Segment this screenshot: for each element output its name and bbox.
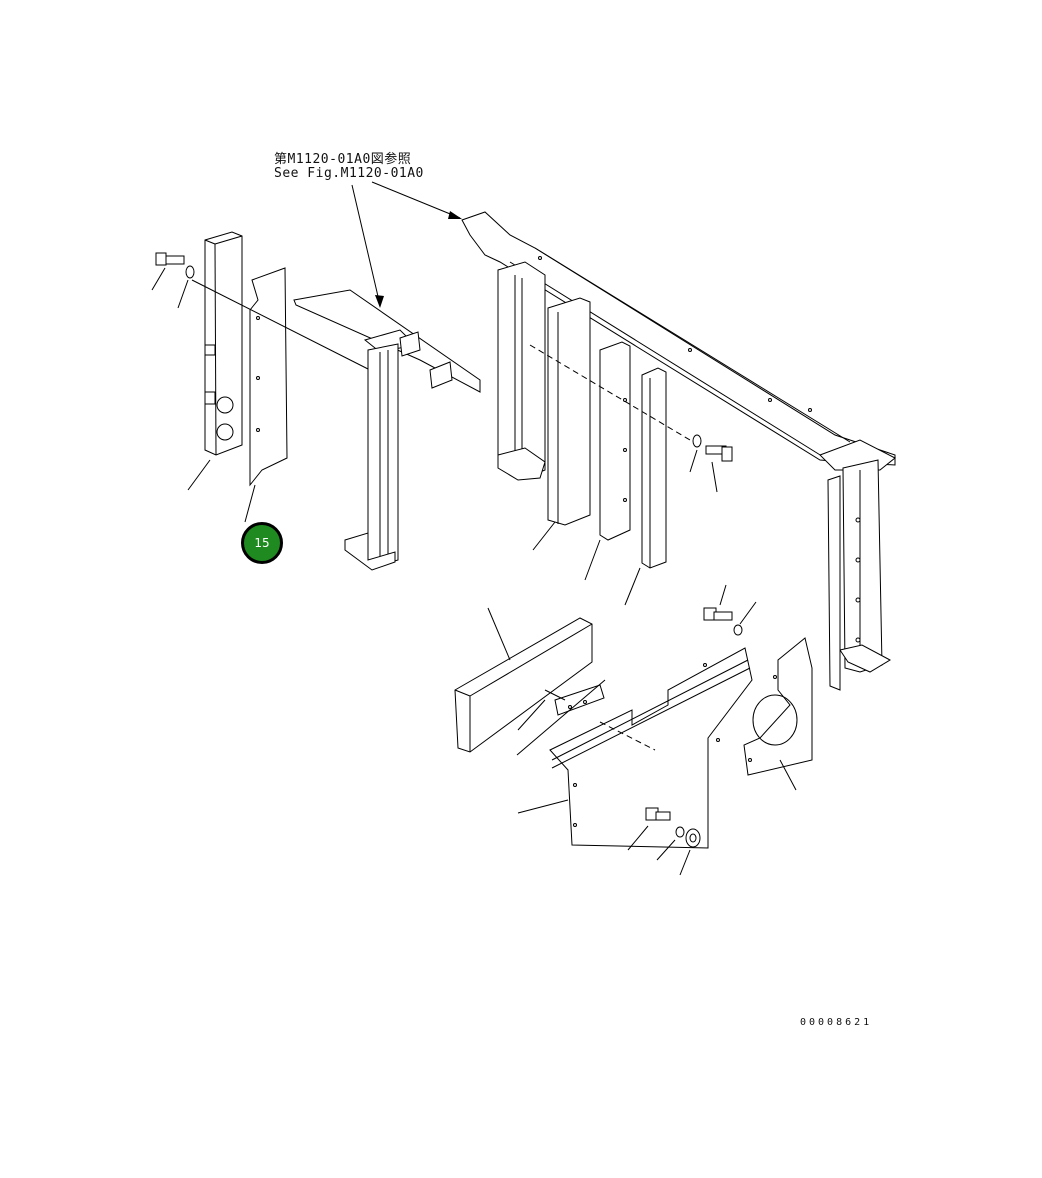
bolt-lower-right: [703, 584, 733, 621]
reference-note-en: See Fig.M1120-01A0: [274, 166, 424, 181]
vertical-pad-3: [624, 367, 667, 606]
washer-bottom: [656, 826, 685, 861]
drawing-number: 00008621: [800, 1017, 873, 1028]
right-side-frame: [827, 459, 892, 691]
reference-note-jp: 第M1120-01A0図参照: [274, 152, 412, 167]
right-cover-plate: [743, 637, 813, 791]
centre-support-post: [293, 289, 481, 571]
part-callout-badge[interactable]: 15: [241, 522, 283, 564]
vertical-pad-1: [532, 297, 591, 551]
seal-strip: [516, 679, 606, 756]
bolt-top-left: [151, 252, 185, 291]
gasket-plate: [244, 267, 288, 523]
inner-support-post: [497, 261, 546, 481]
lower-cover-plate: [517, 647, 753, 849]
part-callout-number: 15: [254, 536, 270, 550]
foam-block: [454, 607, 593, 753]
washer-mid-right: [689, 434, 702, 473]
washer-top-left: [177, 265, 195, 309]
left-vertical-block: [187, 231, 243, 491]
reference-leader-lines: [351, 181, 462, 308]
washer-lower-right: [733, 601, 757, 636]
bolt-bottom: [627, 807, 671, 851]
vertical-pad-2: [584, 341, 631, 581]
grommet-bottom: [679, 828, 701, 876]
bolt-mid-right: [705, 445, 733, 493]
